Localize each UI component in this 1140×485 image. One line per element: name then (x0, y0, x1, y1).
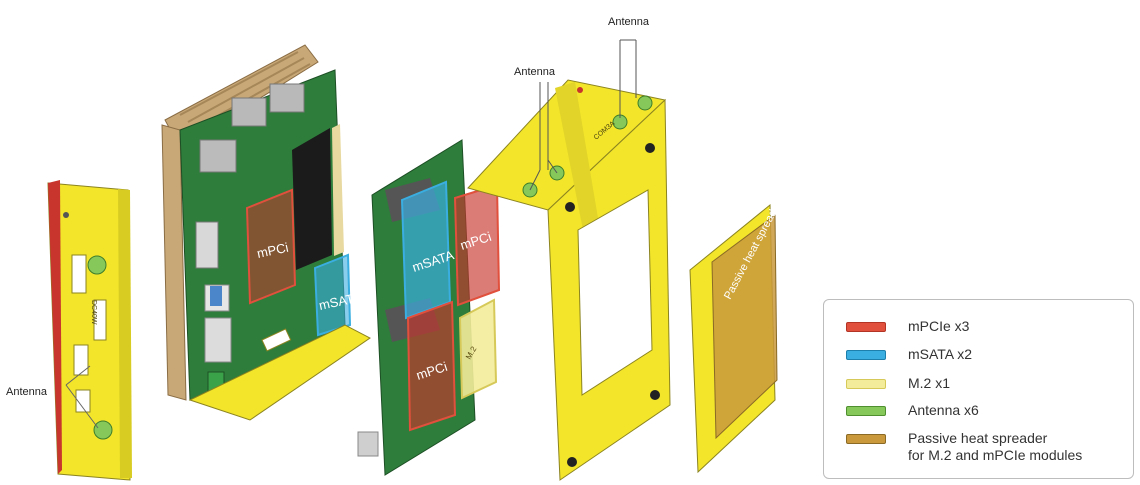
bracket-text: DC40W (90, 300, 97, 325)
legend-swatch-m2 (846, 379, 886, 389)
antenna-callout-top-mid: Antenna (514, 66, 555, 78)
legend-item-msata: mSATA x2 (846, 346, 972, 363)
legend-item-mpcie: mPCIe x3 (846, 318, 969, 335)
legend-item-heat-spreader: Passive heat spreader for M.2 and mPCIe … (846, 430, 1082, 464)
legend-swatch-heat-spreader (846, 434, 886, 444)
main-computer-unit: mPCi mSATA (161, 44, 371, 421)
legend-swatch-mpcie (846, 322, 886, 332)
io-bracket: DC40W (47, 180, 132, 481)
riser-board: mSATA mPCi mPCi M.2 (357, 139, 501, 476)
legend-swatch-antenna (846, 406, 886, 416)
legend-label-msata: mSATA x2 (908, 346, 973, 362)
mpci-main-label: mPCi (256, 240, 290, 261)
legend-label-heat-spreader: Passive heat spreader for M.2 and mPCIe … (908, 430, 1083, 463)
legend-label-antenna: Antenna x6 (908, 402, 979, 418)
yellow-enclosure: COM3A (467, 79, 671, 481)
legend-item-m2: M.2 x1 (846, 375, 950, 392)
heat-spreader-plate: Passive heat spreader (689, 199, 784, 474)
legend-label-m2: M.2 x1 (908, 375, 951, 391)
antenna-callout-left: Antenna (6, 386, 47, 398)
antenna-callout-top-right: Antenna (608, 16, 649, 28)
legend-item-antenna: Antenna x6 (846, 402, 979, 419)
legend-box: mPCIe x3 mSATA x2 M.2 x1 Antenna x6 Pass… (823, 299, 1134, 479)
legend-label-mpcie: mPCIe x3 (908, 318, 970, 334)
legend-swatch-msata (846, 350, 886, 360)
